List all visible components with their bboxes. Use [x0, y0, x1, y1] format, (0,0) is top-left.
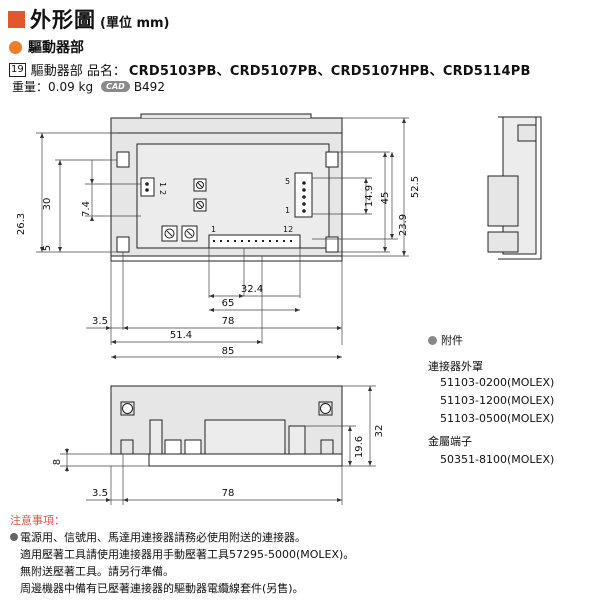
potentiometer	[161, 225, 198, 242]
cover-item: 51103-0500(MOLEX)	[440, 412, 555, 425]
dim-65: 65	[222, 298, 235, 309]
dim-14-9: 14.9	[364, 185, 375, 207]
section-heading: 驅動器部	[9, 37, 84, 57]
dim-8: 8	[52, 459, 63, 465]
note-line: 電源用、信號用、馬達用連接器請務必使用附送的連接器。	[10, 529, 306, 545]
model-names: CRD5103PB、CRD5107PB、CRD5107HPB、CRD5114PB	[128, 64, 531, 79]
accessories-title-row: 附件	[428, 332, 463, 348]
dim-19-6: 19.6	[354, 436, 365, 458]
dim-30: 30	[42, 198, 53, 211]
unit-label: (單位 mm)	[100, 15, 170, 31]
cn1-pin-1: 1	[158, 182, 167, 187]
mounting-slot	[116, 151, 339, 253]
notes-title: 注意事項：	[10, 514, 65, 527]
note-line: 適用壓著工具請使用連接器用手動壓著工具57295-5000(MOLEX)。	[20, 548, 355, 561]
page-title: 外形圖	[30, 8, 96, 32]
dim-23-9: 23.9	[398, 214, 409, 236]
cn2-pin-1: 1	[285, 206, 290, 215]
dim-78: 78	[222, 316, 235, 327]
note-text: 電源用、信號用、馬達用連接器請務必使用附送的連接器。	[20, 531, 306, 544]
dim-45: 45	[380, 192, 391, 205]
dim-3-5: 3.5	[92, 316, 108, 327]
dim-26-3: 26.3	[16, 213, 27, 235]
dim-85: 85	[222, 346, 235, 357]
cn3-pin-1: 1	[211, 225, 216, 234]
note-line: 周邊機器中備有已壓著連接器的驅動器電纜線套件(另售)。	[20, 582, 304, 595]
note-line: 無附送壓著工具。請另行準備。	[20, 565, 174, 578]
cn2-pin-5: 5	[285, 177, 290, 186]
cn3-pin-12: 12	[283, 225, 293, 234]
cover-item: 51103-0200(MOLEX)	[440, 376, 555, 389]
model-label: 驅動器部 品名：	[30, 64, 126, 79]
connector-cover-title: 連接器外罩	[428, 360, 483, 373]
dim-51-4: 51.4	[170, 330, 192, 341]
weight-text: 重量：0.09 kg	[12, 80, 94, 94]
dim-32: 32	[374, 425, 385, 438]
dim-32-4: 32.4	[241, 284, 263, 295]
note-bullet-icon	[10, 533, 18, 541]
side-view	[487, 116, 542, 260]
header: 外形圖 (單位 mm)	[8, 4, 170, 34]
model-line: 19 驅動器部 品名： CRD5103PB、CRD5107PB、CRD5107H…	[9, 60, 531, 79]
signal-connector	[208, 234, 301, 249]
dim-7-4: 7.4	[81, 201, 92, 217]
power-connector	[140, 177, 155, 197]
cad-badge[interactable]: CAD	[101, 81, 130, 92]
accessories-title: 附件	[441, 334, 463, 347]
dim-5: 5	[42, 245, 53, 251]
bullet-dot-icon	[9, 40, 22, 54]
cn1-pin-2: 2	[158, 190, 167, 195]
front-view	[110, 113, 343, 262]
dim-3-5-bottom: 3.5	[92, 488, 108, 499]
dim-78-bottom: 78	[222, 488, 235, 499]
terminal-title: 金屬端子	[428, 435, 472, 448]
terminal-item: 50351-8100(MOLEX)	[440, 453, 555, 466]
section-title: 驅動器部	[28, 40, 84, 56]
motor-connector	[294, 172, 313, 218]
cover-item: 51103-1200(MOLEX)	[440, 394, 555, 407]
figure-number: 19	[9, 62, 26, 77]
dim-52-5: 52.5	[410, 176, 421, 198]
accessories-bullet-icon	[428, 336, 437, 345]
rotary-switch	[193, 178, 207, 212]
bottom-view	[110, 385, 343, 467]
weight-line: 重量：0.09 kg CAD B492	[12, 78, 165, 95]
cad-code: B492	[133, 79, 165, 94]
header-square-icon	[8, 10, 25, 28]
